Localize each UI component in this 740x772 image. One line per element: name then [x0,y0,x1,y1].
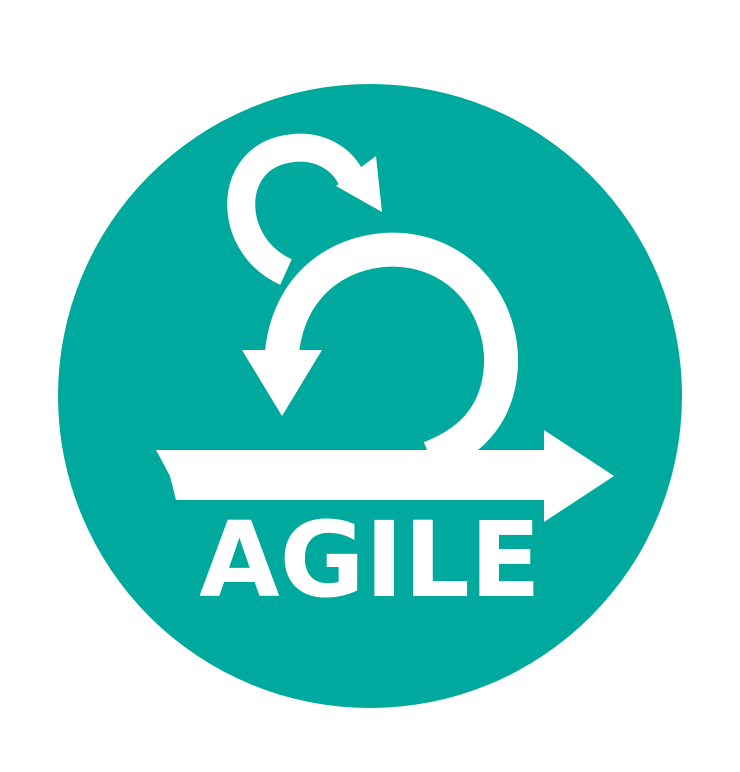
agile-iteration-arrows-icon [227,133,518,474]
large-loop-arrow [265,232,518,474]
arrowheads [242,156,382,416]
small-loop-arrow [227,133,365,285]
down-arrowhead-icon [242,350,322,416]
forward-arrow-icon [156,430,614,522]
logo-circle [58,84,682,708]
small-loop-arrowhead-icon [336,156,382,212]
agile-wordmark: AGILE [199,499,541,621]
